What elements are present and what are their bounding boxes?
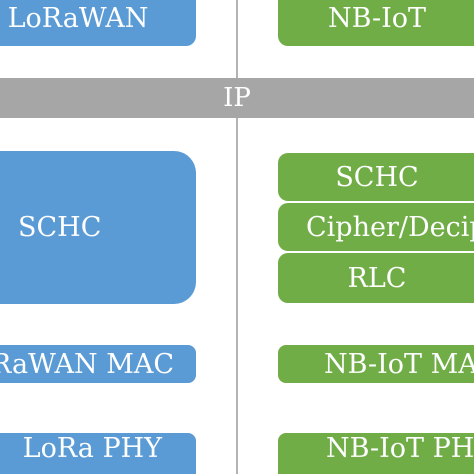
nbiot-layer-label: NB-IoT: [327, 2, 427, 34]
ip-layer-label: IP: [223, 83, 251, 113]
nbiot-schc-block: SCHC: [278, 153, 474, 201]
nbiot-rlc-block: RLC: [278, 253, 474, 303]
lora-phy-block: LoRa PHY: [0, 433, 196, 474]
nbiot-phy-block: NB-IoT PHY: [278, 433, 474, 474]
nbiot-cipher-label: Cipher/Decipher: [306, 211, 474, 243]
lorawan-schc-label: SCHC: [18, 212, 102, 243]
lorawan-layer-label: LoRaWAN: [7, 2, 149, 34]
lorawan-mac-label: LoRaWAN MAC: [0, 348, 174, 380]
lorawan-layer-block: LoRaWAN: [0, 0, 196, 46]
nbiot-layer-block: NB-IoT: [278, 0, 474, 46]
column-divider-lower: [236, 118, 238, 474]
nbiot-mac-block: NB-IoT MAC: [278, 345, 474, 383]
nbiot-cipher-block: Cipher/Decipher: [278, 203, 474, 251]
column-divider-upper: [236, 0, 238, 78]
lorawan-schc-block: SCHC: [0, 151, 196, 304]
lorawan-mac-block: LoRaWAN MAC: [0, 345, 196, 383]
nbiot-mac-label: NB-IoT MAC: [324, 348, 474, 380]
nbiot-rlc-label: RLC: [347, 262, 407, 294]
ip-layer-bar: IP: [0, 78, 474, 118]
nbiot-schc-label: SCHC: [335, 161, 419, 193]
lora-phy-label: LoRa PHY: [22, 433, 162, 464]
nbiot-phy-label: NB-IoT PHY: [326, 433, 474, 464]
